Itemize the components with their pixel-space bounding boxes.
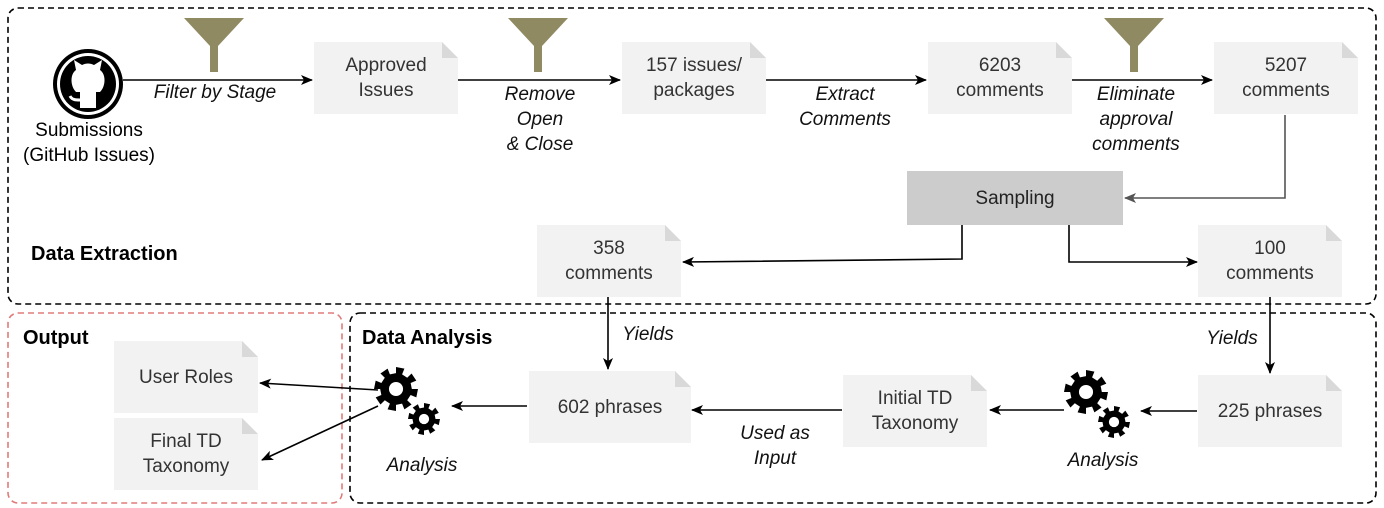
doc-initial-taxonomy: Initial TD Taxonomy bbox=[871, 388, 959, 434]
doc-225-phrases: 225 phrases bbox=[1217, 400, 1323, 422]
doc-final-taxonomy: Final TD Taxonomy bbox=[142, 431, 230, 477]
edge-label-eliminate: Eliminate approval comments bbox=[1092, 84, 1180, 155]
arrow-edge bbox=[682, 225, 963, 267]
edge-label-analysis-left: Analysis bbox=[386, 455, 458, 476]
doc-final-taxonomy-shape bbox=[114, 418, 258, 490]
doc-6203-comments-shape bbox=[928, 42, 1072, 114]
doc-user-roles-shape bbox=[114, 341, 258, 413]
edge-label-remove: Remove Open & Close bbox=[504, 84, 576, 155]
section-title-analysis: Data Analysis bbox=[362, 327, 493, 349]
doc-fold-corner bbox=[242, 341, 258, 357]
doc-358-comments: 358 comments bbox=[565, 238, 653, 284]
edge-label-used-as-input: Used as Input bbox=[740, 423, 810, 469]
funnel-icon bbox=[1104, 18, 1164, 72]
funnel-icon bbox=[184, 18, 244, 72]
doc-602-phrases-shape bbox=[529, 371, 691, 443]
github-icon bbox=[53, 49, 123, 119]
doc-100-comments: 100 comments bbox=[1226, 238, 1314, 284]
edge-label-analysis-right: Analysis bbox=[1067, 450, 1139, 471]
doc-approved-issues: Approved Issues bbox=[345, 55, 427, 101]
arrow-edge bbox=[1124, 115, 1286, 203]
edge-label-extract: Extract Comments bbox=[799, 84, 891, 130]
arrow-edge bbox=[261, 405, 379, 461]
doc-fold-corner bbox=[665, 225, 681, 241]
gear-large-icon bbox=[1064, 370, 1108, 414]
sampling-process bbox=[907, 171, 1123, 225]
section-title-extraction: Data Extraction bbox=[31, 243, 178, 265]
doc-initial-taxonomy-shape bbox=[843, 375, 987, 447]
arrow-edge bbox=[259, 378, 379, 391]
funnel-icon bbox=[508, 18, 568, 72]
arrow-edge bbox=[1068, 225, 1198, 267]
doc-100-comments-shape bbox=[1198, 225, 1342, 297]
data-extraction-container bbox=[7, 7, 1377, 305]
doc-358-comments-shape bbox=[537, 225, 681, 297]
section-title-output: Output bbox=[23, 327, 89, 349]
source-label: Submissions (GitHub Issues) bbox=[23, 120, 155, 166]
doc-fold-corner bbox=[1326, 375, 1342, 391]
gear-large-icon bbox=[374, 367, 418, 411]
doc-5207-comments-shape bbox=[1214, 42, 1358, 114]
gear-small-icon bbox=[1098, 406, 1130, 438]
doc-fold-corner bbox=[1056, 42, 1072, 58]
data-analysis-container bbox=[349, 312, 1377, 504]
doc-225-phrases-shape bbox=[1198, 375, 1342, 447]
doc-approved-issues-shape bbox=[314, 42, 458, 114]
doc-6203-comments: 6203 comments bbox=[956, 55, 1044, 101]
doc-packages: 157 issues/ packages bbox=[645, 55, 743, 101]
doc-fold-corner bbox=[242, 418, 258, 434]
gears-icon bbox=[374, 367, 440, 435]
edge-label-yields-right: Yields bbox=[1206, 328, 1258, 349]
gear-small-icon bbox=[408, 403, 440, 435]
edge-label-filter: Filter by Stage bbox=[153, 82, 277, 103]
sampling-label: Sampling bbox=[975, 187, 1055, 209]
doc-602-phrases: 602 phrases bbox=[557, 396, 663, 418]
doc-fold-corner bbox=[750, 42, 766, 58]
edge-label-yields-left: Yields bbox=[622, 324, 674, 345]
doc-user-roles: User Roles bbox=[139, 366, 233, 388]
gears-icon bbox=[1064, 370, 1130, 438]
doc-fold-corner bbox=[675, 371, 691, 387]
doc-fold-corner bbox=[442, 42, 458, 58]
doc-fold-corner bbox=[971, 375, 987, 391]
doc-fold-corner bbox=[1342, 42, 1358, 58]
doc-fold-corner bbox=[1326, 225, 1342, 241]
doc-packages-shape bbox=[622, 42, 766, 114]
doc-5207-comments: 5207 comments bbox=[1242, 55, 1330, 101]
output-container bbox=[7, 312, 343, 504]
